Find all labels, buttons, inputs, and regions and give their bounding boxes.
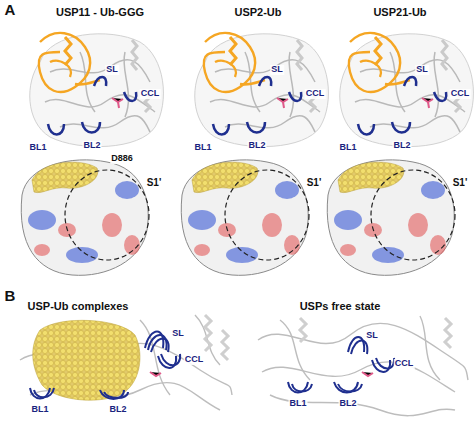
panel-title: USP2-Ub bbox=[234, 6, 281, 18]
loop-label: SL bbox=[365, 331, 379, 341]
usp2-cartoon bbox=[195, 33, 329, 147]
loop-label: BL1 bbox=[338, 143, 357, 153]
loop-label: CCL bbox=[305, 89, 326, 99]
loop-label: CCL bbox=[450, 89, 471, 99]
free-state-overlay bbox=[258, 316, 468, 416]
loop-label: BL2 bbox=[247, 141, 266, 151]
loop-label: BL1 bbox=[30, 405, 49, 415]
panel-title: USP11 - Ub-GGG bbox=[56, 6, 144, 18]
site-label: S1' bbox=[146, 177, 163, 188]
loop-label: SL bbox=[171, 329, 185, 339]
loop-label: BL2 bbox=[108, 405, 127, 415]
loop-label: CCL bbox=[140, 89, 161, 99]
loop-label: BL2 bbox=[82, 141, 101, 151]
loop-label: BL1 bbox=[28, 143, 47, 153]
loop-label: BL1 bbox=[193, 143, 212, 153]
usp21-cartoon bbox=[340, 33, 474, 147]
loop-label: BL2 bbox=[338, 399, 357, 409]
site-label: S1' bbox=[306, 177, 323, 188]
panel-title: USPs free state bbox=[300, 300, 381, 312]
loop-label: CCL bbox=[184, 355, 205, 365]
panel-title: USP-Ub complexes bbox=[28, 300, 129, 312]
loop-label: BL1 bbox=[288, 399, 307, 409]
usp2-surface bbox=[181, 160, 309, 275]
loop-label: BL2 bbox=[392, 141, 411, 151]
panel-letter: B bbox=[5, 288, 16, 305]
usp11-cartoon bbox=[30, 33, 164, 147]
loop-label: SL bbox=[415, 65, 429, 75]
loop-label: SL bbox=[270, 65, 284, 75]
site-label: S1' bbox=[452, 177, 469, 188]
loop-label: SL bbox=[105, 65, 119, 75]
residue-label: D886 bbox=[110, 154, 134, 164]
panel-title: USP21-Ub bbox=[373, 6, 426, 18]
loop-label: CCL bbox=[394, 359, 415, 369]
usp21-surface bbox=[327, 160, 455, 275]
panel-letter: A bbox=[5, 2, 16, 19]
usp11-surface bbox=[21, 160, 149, 275]
complexes-overlay bbox=[20, 315, 232, 410]
